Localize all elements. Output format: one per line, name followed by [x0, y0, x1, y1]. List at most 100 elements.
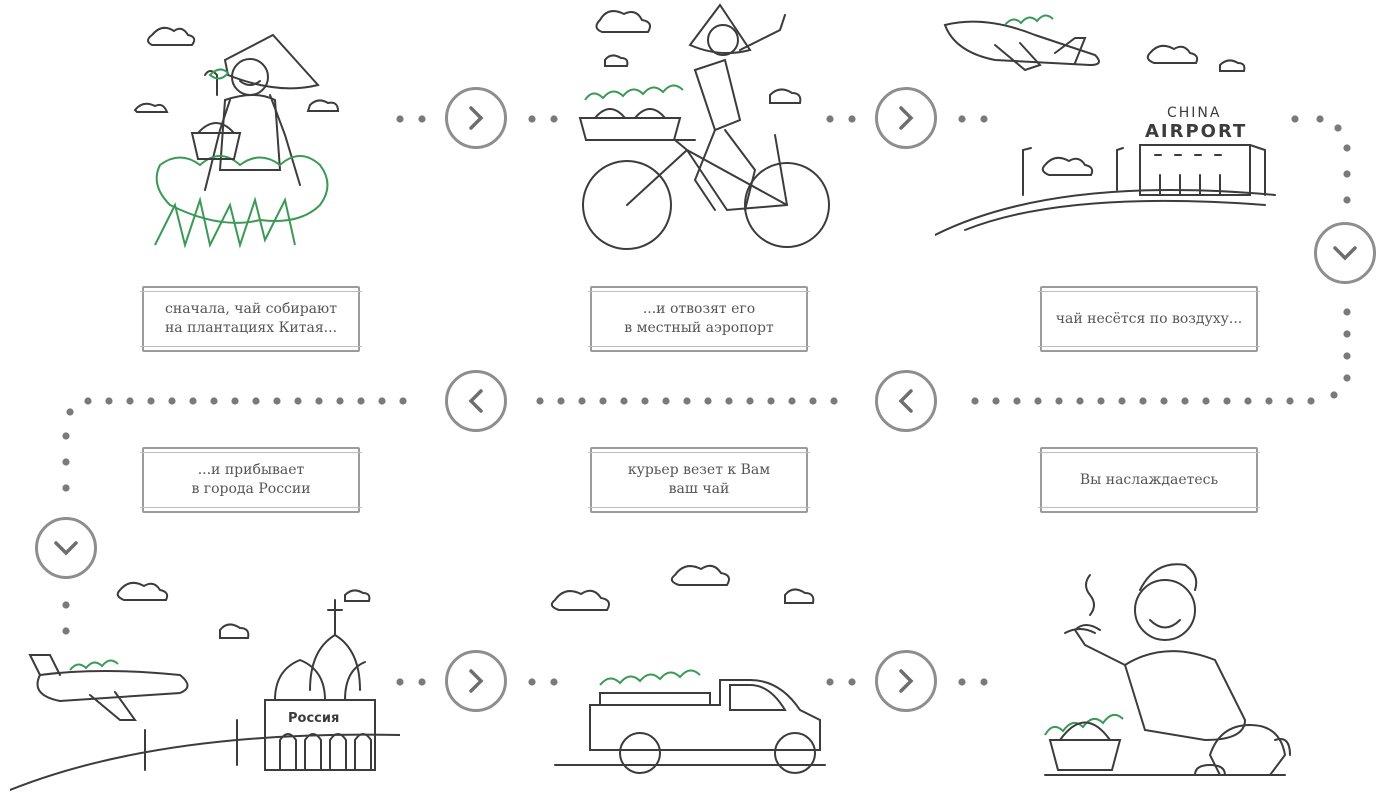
step-4-caption: ...и прибывает в города России [140, 447, 362, 513]
connector-dot [528, 678, 536, 686]
connector-dot [1343, 170, 1351, 178]
next-arrow-2 [875, 87, 937, 149]
connector-dot [1097, 397, 1105, 405]
step-3-caption: чай несётся по воздуху... [1038, 286, 1260, 352]
connector-dot [210, 397, 218, 405]
connector-dot [273, 397, 281, 405]
connector-dot [1343, 196, 1351, 204]
chevron-left-icon [468, 389, 483, 413]
chevron-right-icon [469, 669, 484, 693]
connector-dot [147, 397, 155, 405]
step-4-caption-text: ...и прибывает в города России [191, 462, 311, 497]
connector-dot [1330, 391, 1338, 399]
church-sign: Россия [288, 711, 339, 726]
connector-dot [848, 115, 856, 123]
connector-dot [315, 397, 323, 405]
connector-dot [168, 397, 176, 405]
russia-church-illustration: Россия [10, 581, 400, 791]
down-arrow-right [1314, 222, 1376, 284]
connector-dot [396, 678, 404, 686]
connector-dot [1160, 397, 1168, 405]
connector-dot [252, 397, 260, 405]
connector-dot [1307, 397, 1315, 405]
step-6-caption: Вы наслаждаетесь [1038, 447, 1260, 513]
chevron-right-icon [469, 106, 484, 130]
connector-dot [536, 397, 544, 405]
connector-dot [683, 397, 691, 405]
connector-dot [1343, 352, 1351, 360]
connector-dot [1181, 397, 1189, 405]
connector-dot [62, 601, 70, 609]
connector-dot [826, 678, 834, 686]
chevron-left-icon [898, 389, 913, 413]
connector-dot [62, 432, 70, 440]
step-3-caption-text: чай несётся по воздуху... [1055, 310, 1243, 327]
connector-dot [105, 397, 113, 405]
airport-sign-line1: CHINA [1167, 105, 1221, 121]
connector-dot [848, 678, 856, 686]
connector-dot [528, 115, 536, 123]
connector-dot [231, 397, 239, 405]
down-arrow-left [35, 517, 97, 579]
connector-dot [1343, 308, 1351, 316]
connector-dot [980, 115, 988, 123]
connector-dot [1244, 397, 1252, 405]
connector-dot [357, 397, 365, 405]
connector-dot [1055, 397, 1063, 405]
connector-dot [1316, 115, 1324, 123]
connector-dot [84, 397, 92, 405]
connector-dot [550, 678, 558, 686]
connector-dot [1265, 397, 1273, 405]
connector-dot [746, 397, 754, 405]
connector-dot [1343, 144, 1351, 152]
tea-picker-illustration [133, 26, 340, 249]
connector-dot [662, 397, 670, 405]
connector-dot [1334, 124, 1342, 132]
step-6-caption-text: Вы наслаждаетесь [1079, 471, 1219, 488]
connector-dot [294, 397, 302, 405]
connector-dot [1076, 397, 1084, 405]
connector-dot [189, 397, 197, 405]
connector-dot [378, 397, 386, 405]
step-2-caption: ...и отвозят его в местный аэропорт [588, 286, 810, 352]
next-arrow-3 [445, 650, 507, 712]
courier-truck-illustration [550, 564, 826, 774]
connector-dot [809, 397, 817, 405]
chevron-right-icon [899, 106, 914, 130]
chevron-right-icon [899, 669, 914, 693]
connector-dot [578, 397, 586, 405]
connector-dot [1223, 397, 1231, 405]
connector-dot [1343, 374, 1351, 382]
connector-dot [767, 397, 775, 405]
connector-dot [1139, 397, 1147, 405]
connector-dot [62, 484, 70, 492]
connector-dot [399, 397, 407, 405]
step-1-caption: сначала, чай собирают на плантациях Кита… [140, 286, 362, 352]
airport-sign-line2: AIRPORT [1145, 121, 1247, 142]
step-5-caption: курьер везет к Вам ваш чай [588, 447, 810, 513]
connector-dot [1118, 397, 1126, 405]
prev-arrow-1 [445, 370, 507, 432]
connector-dot [788, 397, 796, 405]
cyclist-illustration [578, 3, 830, 250]
connector-dot [396, 115, 404, 123]
next-arrow-1 [445, 87, 507, 149]
connector-dot [418, 115, 426, 123]
connector-dot [62, 627, 70, 635]
connector-dot [620, 397, 628, 405]
connector-dot [641, 397, 649, 405]
connector-dot [418, 678, 426, 686]
china-airport-illustration: CHINA AIRPORT [935, 14, 1276, 236]
connector-dot [557, 397, 565, 405]
next-arrow-4 [875, 650, 937, 712]
connector-dot [1286, 397, 1294, 405]
step-1-caption-text: сначала, чай собирают на плантациях Кита… [164, 301, 338, 336]
connector-dot [725, 397, 733, 405]
connector-dot [971, 397, 979, 405]
chevron-down-icon [1333, 246, 1357, 261]
connector-dot [958, 678, 966, 686]
connector-dot [826, 115, 834, 123]
step-5-caption-text: курьер везет к Вам ваш чай [627, 462, 771, 497]
